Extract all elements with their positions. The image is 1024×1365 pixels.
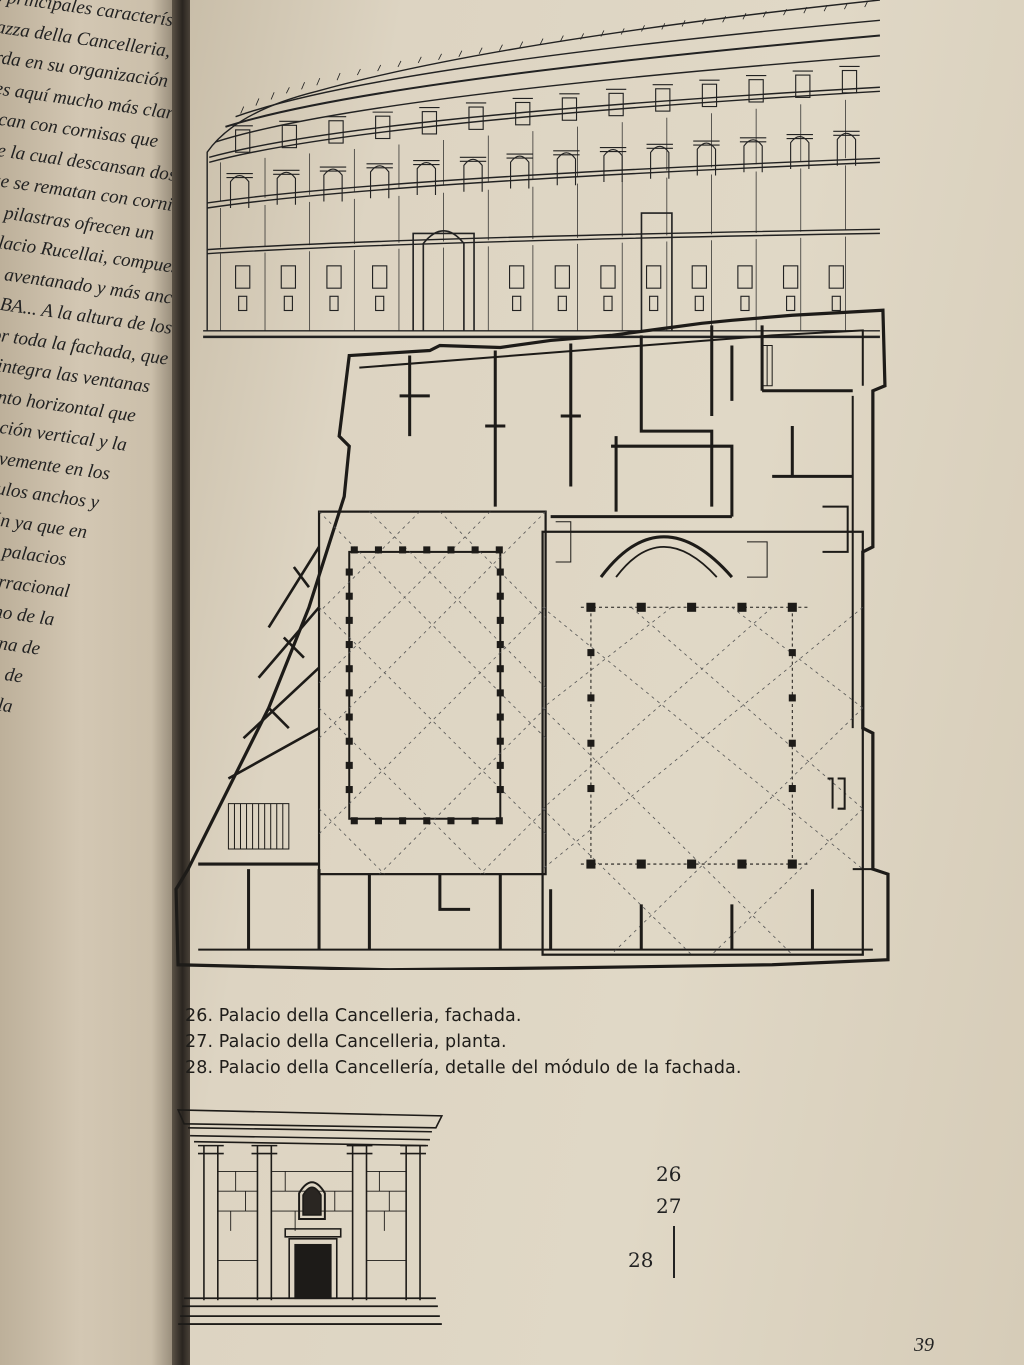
figure-key-28: 28: [628, 1248, 654, 1272]
figure-key-26: 26: [656, 1162, 682, 1186]
page-number: 39: [914, 1334, 934, 1356]
figure-key-divider: [673, 1226, 675, 1278]
plan-drawing: [174, 308, 890, 970]
facade-drawing: [203, 0, 881, 339]
left-page-text: os principales características.piazza de…: [0, 0, 178, 1102]
left-page: os principales características.piazza de…: [0, 0, 178, 1365]
caption-fig-28: 28. Palacio della Cancellería, detalle d…: [185, 1058, 742, 1078]
caption-fig-27: 27. Palacio della Cancelleria, planta.: [185, 1032, 507, 1052]
figure-key-27: 27: [656, 1194, 682, 1218]
facade-module-drawing: [176, 1109, 444, 1325]
caption-fig-26: 26. Palacio della Cancelleria, fachada.: [185, 1006, 522, 1026]
